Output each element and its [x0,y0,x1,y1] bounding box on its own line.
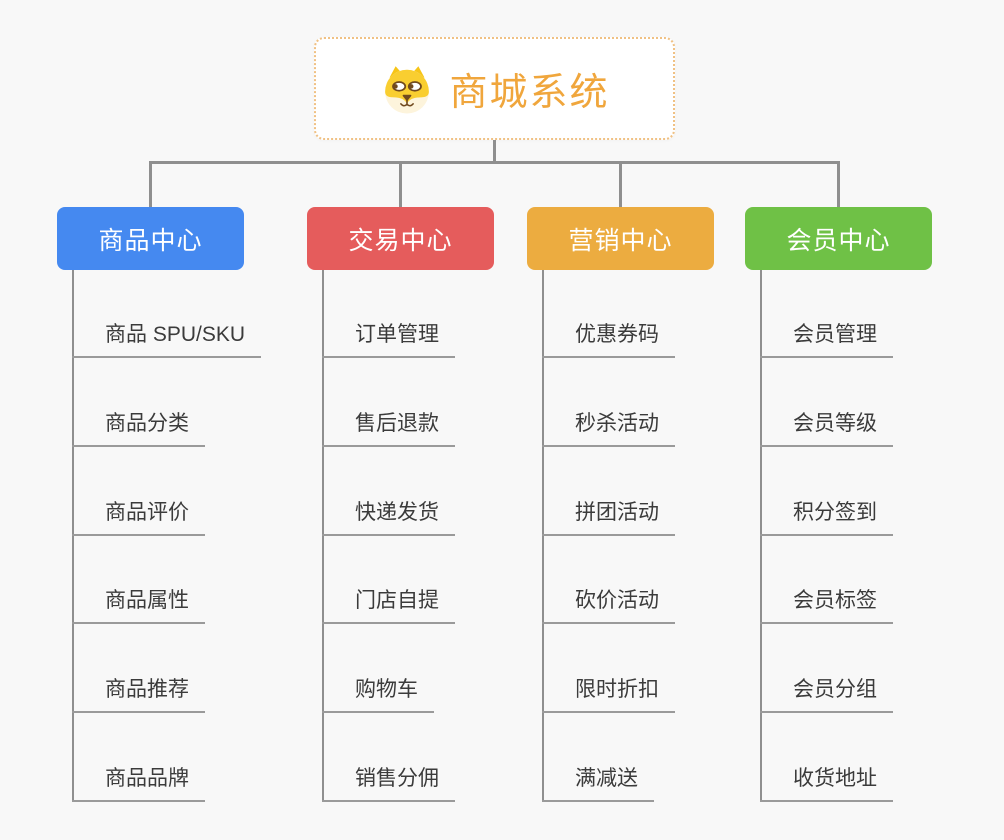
child-node-product-attribute[interactable]: 商品属性 [72,586,205,624]
children-column-product-center: 商品 SPU/SKU 商品分类 商品评价 商品属性 商品推荐 商品品牌 [72,270,302,802]
connector-drop-marketing [619,164,622,207]
child-node-member-management[interactable]: 会员管理 [760,320,893,358]
child-node-bargain-activity[interactable]: 砍价活动 [542,586,675,624]
child-node-product-brand[interactable]: 商品品牌 [72,764,205,802]
child-node-product-spu-sku[interactable]: 商品 SPU/SKU [72,320,262,358]
branch-node-member-center[interactable]: 会员中心 [745,207,932,270]
child-node-order-management[interactable]: 订单管理 [322,320,455,358]
child-node-aftersale-refund[interactable]: 售后退款 [322,409,455,447]
child-node-shopping-cart[interactable]: 购物车 [322,675,434,713]
connector-drop-members [837,164,840,207]
child-node-group-buying[interactable]: 拼团活动 [542,498,675,536]
child-node-product-recommend[interactable]: 商品推荐 [72,675,205,713]
children-column-member-center: 会员管理 会员等级 积分签到 会员标签 会员分组 收货地址 [760,270,990,802]
child-node-member-level[interactable]: 会员等级 [760,409,893,447]
branch-node-marketing-center[interactable]: 营销中心 [527,207,714,270]
child-node-spend-and-save[interactable]: 满减送 [542,764,654,802]
child-node-store-pickup[interactable]: 门店自提 [322,586,455,624]
branch-node-product-center[interactable]: 商品中心 [57,207,244,270]
children-column-marketing-center: 优惠券码 秒杀活动 拼团活动 砍价活动 限时折扣 满减送 [542,270,772,802]
child-node-product-review[interactable]: 商品评价 [72,498,205,536]
child-node-member-tags[interactable]: 会员标签 [760,586,893,624]
connector-drop-products [149,164,152,207]
child-node-points-checkin[interactable]: 积分签到 [760,498,893,536]
child-node-limited-time-discount[interactable]: 限时折扣 [542,675,675,713]
connector-root-stub [493,140,496,161]
child-node-shipping-address[interactable]: 收货地址 [760,764,893,802]
connector-drop-trade [399,164,402,207]
child-node-express-shipping[interactable]: 快递发货 [322,498,455,536]
root-node-mall-system[interactable]: 商城系统 [314,37,675,140]
child-node-coupon-codes[interactable]: 优惠券码 [542,320,675,358]
child-node-flash-sale[interactable]: 秒杀活动 [542,409,675,447]
dog-face-icon [385,65,430,113]
child-node-product-category[interactable]: 商品分类 [72,409,205,447]
child-node-sales-commission[interactable]: 销售分佣 [322,764,455,802]
root-node-title: 商城系统 [449,72,610,114]
connector-horizontal-rail [149,161,840,164]
child-node-member-groups[interactable]: 会员分组 [760,675,893,713]
branch-node-trade-center[interactable]: 交易中心 [307,207,494,270]
children-column-trade-center: 订单管理 售后退款 快递发货 门店自提 购物车 销售分佣 [322,270,552,802]
